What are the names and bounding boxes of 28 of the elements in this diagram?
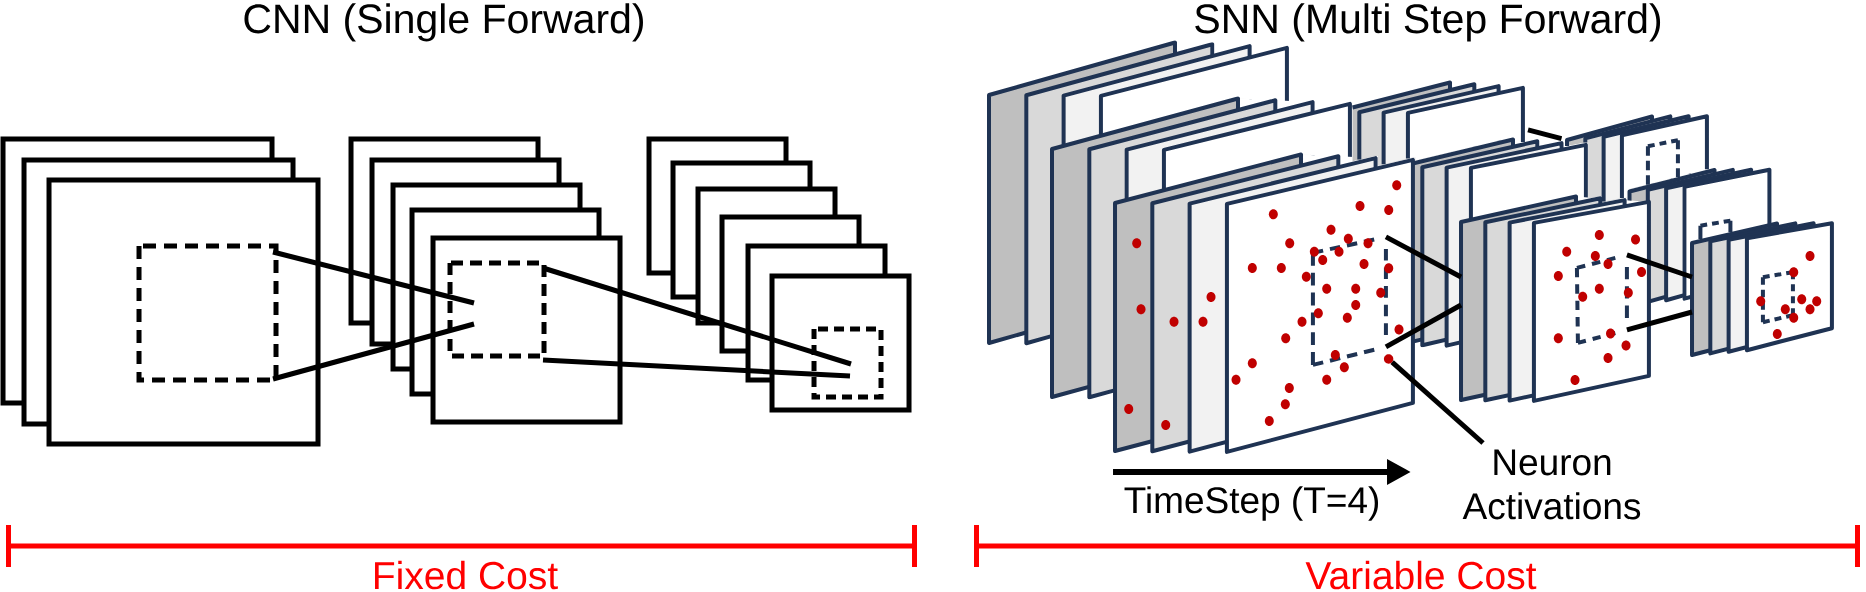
feature-map-stack xyxy=(1113,152,1415,454)
projection-line xyxy=(542,265,852,367)
feature-map-stack xyxy=(1690,221,1834,357)
projection-line xyxy=(1384,302,1463,350)
projection-line xyxy=(1626,309,1693,333)
projection-line xyxy=(272,321,475,382)
receptive-field-box xyxy=(811,326,884,400)
projection-line xyxy=(1527,127,1563,141)
feature-map-stack xyxy=(348,136,623,425)
projection-line xyxy=(542,357,851,379)
receptive-field-box xyxy=(136,243,279,383)
receptive-field-box xyxy=(1574,255,1629,345)
callout-label: Neuron Activations xyxy=(1462,449,1641,520)
receptive-field-box xyxy=(1645,138,1680,187)
bracket-label: Variable Cost xyxy=(1305,560,1537,590)
receptive-field-box xyxy=(447,260,547,359)
leader-line xyxy=(1390,360,1485,445)
receptive-field-box xyxy=(1760,270,1795,325)
heading: SNN (Multi Step Forward) xyxy=(1195,3,1661,42)
feature-map-stack xyxy=(646,136,912,413)
feature-map-stack xyxy=(0,136,321,447)
projection-line xyxy=(272,249,475,306)
feature-map-stack xyxy=(1459,194,1651,403)
heading: CNN (Single Forward) xyxy=(244,3,643,42)
arrow-label: TimeStep (T=4) xyxy=(1124,486,1379,521)
receptive-field-box xyxy=(1698,218,1733,242)
bracket-label: Fixed Cost xyxy=(375,560,558,590)
receptive-field-box xyxy=(1310,237,1388,367)
